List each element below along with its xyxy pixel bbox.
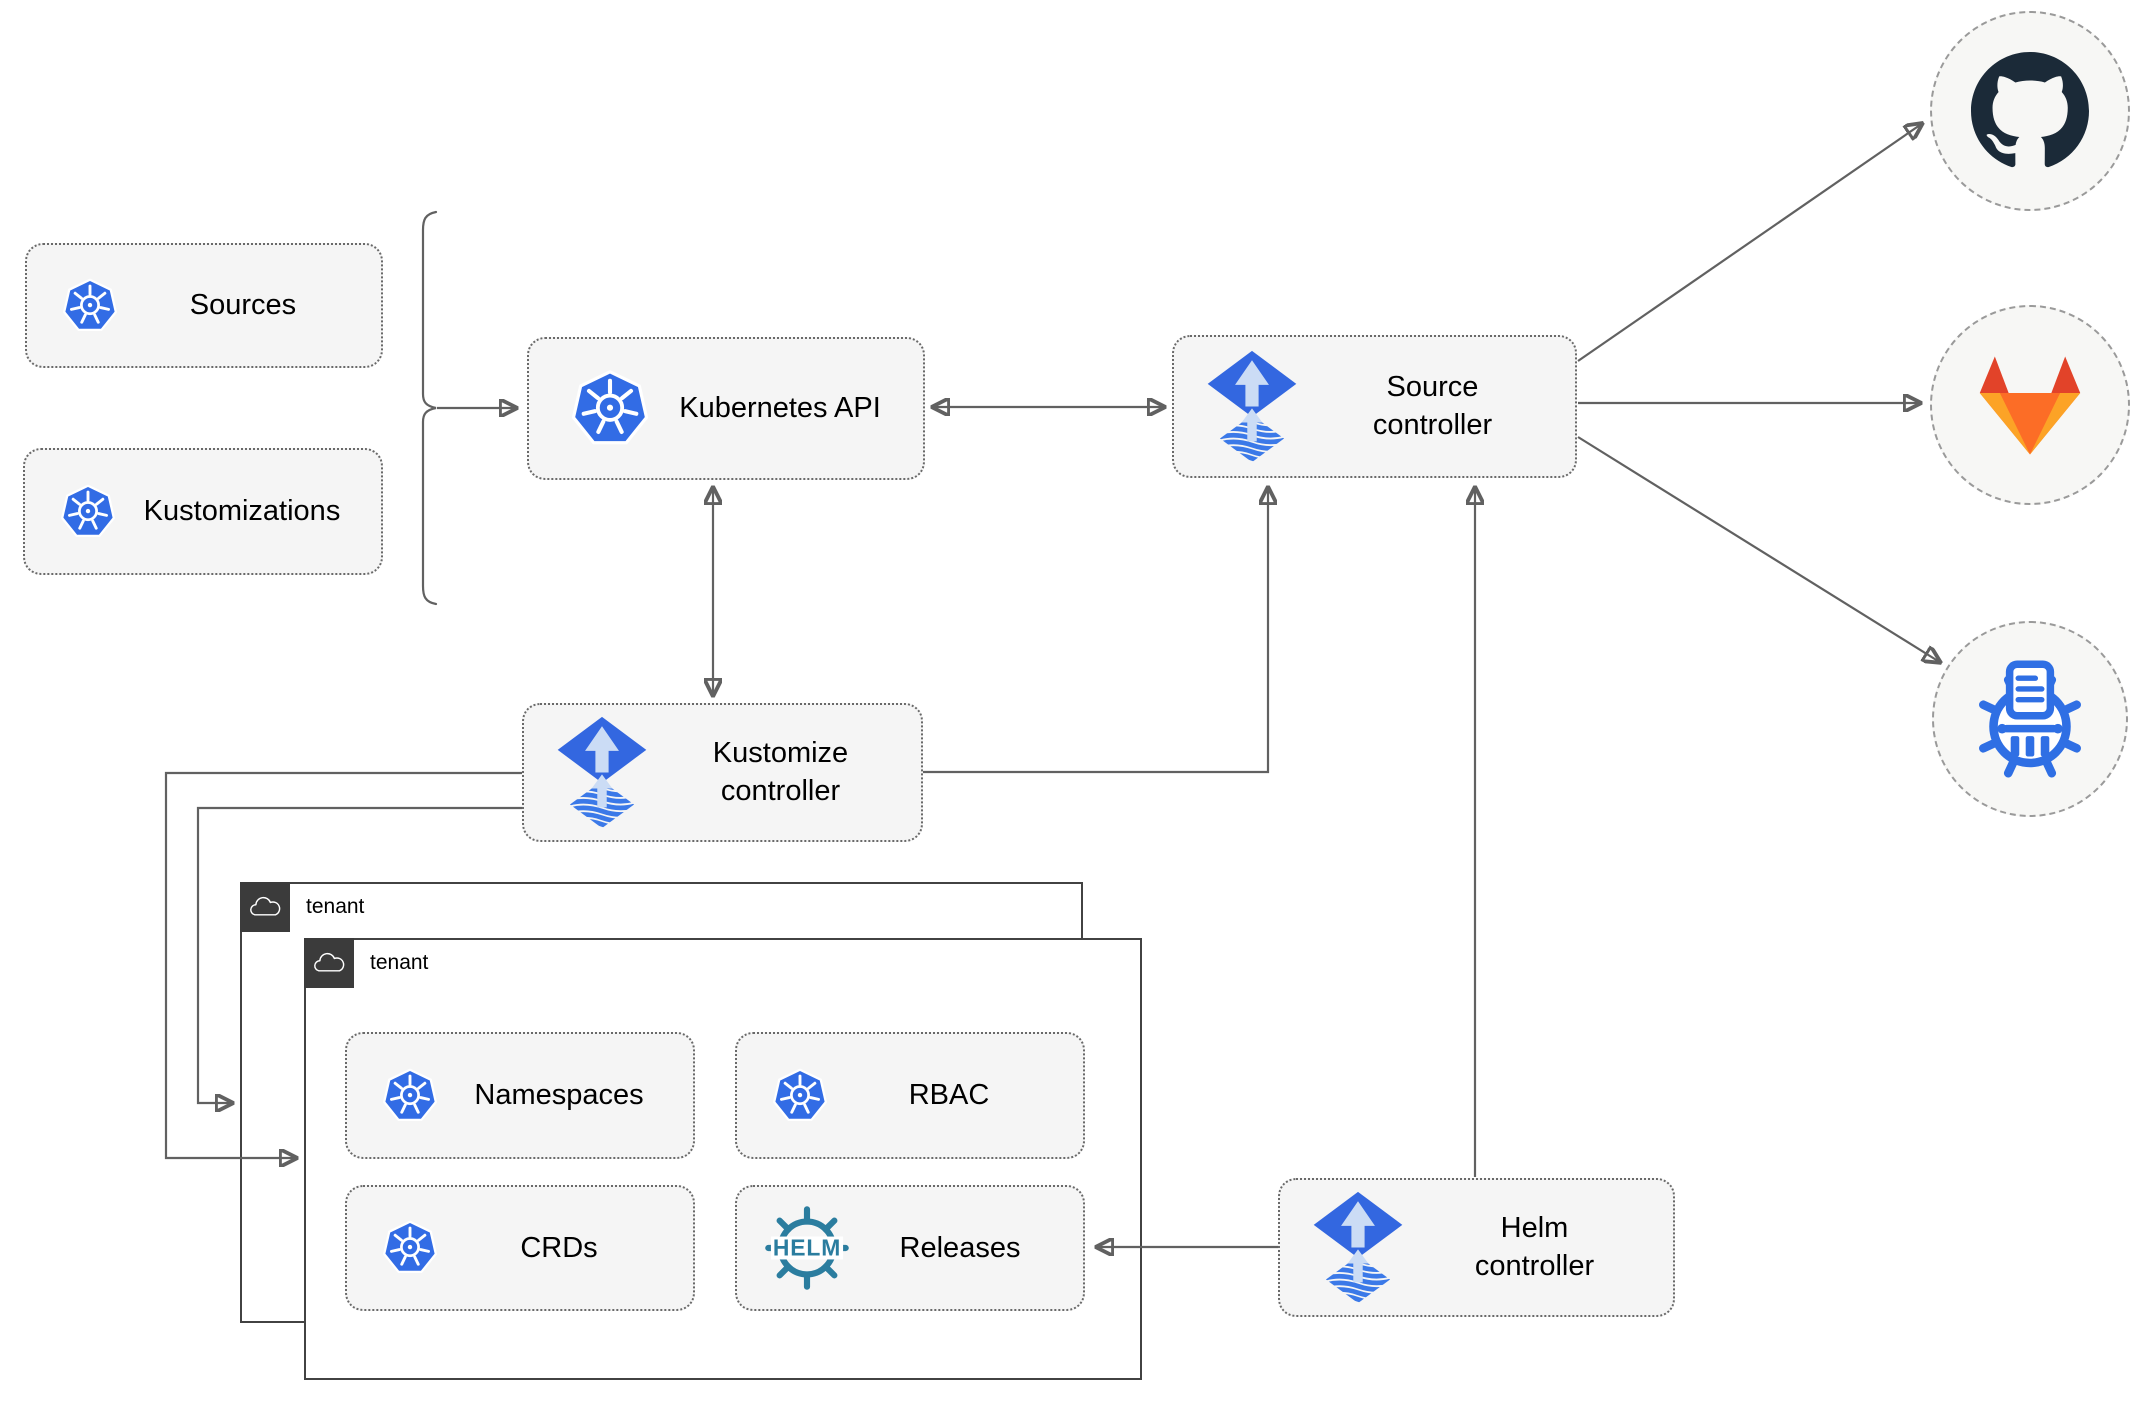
flux-icon [1200,349,1304,464]
source-controller-label: Source controller [1304,369,1575,444]
source-controller-box: Source controller [1172,335,1577,478]
github-icon [1971,52,2089,170]
tenant-outer-label: tenant [306,895,365,918]
group-brace [421,210,438,606]
flux-icon [1306,1190,1410,1305]
sources-label: Sources [189,289,297,321]
gitlab-icon [1967,349,2093,462]
kustomizations-box: Kustomizations [23,448,383,575]
kubernetes-icon [569,368,651,450]
tenant-outer-header [240,882,290,932]
gitlab-circle [1930,305,2130,505]
releases-label: Releases [899,1231,1021,1264]
helm-controller-text: Helm controller [1474,1211,1595,1282]
kubernetes-icon [59,483,117,541]
crds-box: CRDs [345,1185,695,1311]
namespaces-label: Namespaces [474,1079,644,1111]
tenant-inner-box: tenant [304,938,1142,1380]
bucket-icon [1971,660,2089,778]
crds-label: CRDs [520,1231,598,1264]
kubernetes-icon [771,1067,829,1125]
helm-icon [763,1204,851,1292]
tenant-inner-header [304,938,354,988]
kubernetes-api-label: Kubernetes API [679,392,881,424]
edge-source-to-bucket [1577,436,1938,661]
rbac-label: RBAC [908,1079,990,1111]
namespaces-box: Namespaces [345,1032,695,1159]
github-circle [1930,11,2130,211]
source-controller-text: Source controller [1372,370,1493,441]
kustomize-controller-label: Kustomize controller [654,735,921,810]
releases-box: Releases [735,1185,1085,1311]
helm-controller-label: Helm controller [1410,1210,1673,1285]
helm-controller-box: Helm controller [1278,1178,1675,1317]
kustomize-controller-box: Kustomize controller [522,703,923,842]
sources-box: Sources [25,243,383,368]
kubernetes-api-box: Kubernetes API [527,337,925,480]
edge-kustomize-to-source-controller [923,490,1268,774]
cloud-icon [311,951,347,975]
edge-source-to-github [1577,125,1920,362]
bucket-circle [1932,621,2128,817]
flux-icon [550,715,654,830]
cloud-icon [247,895,283,919]
rbac-box: RBAC [735,1032,1085,1159]
kubernetes-icon [381,1219,439,1277]
tenant-inner-label: tenant [370,951,429,974]
kustomize-controller-text: Kustomize controller [712,736,849,807]
kustomizations-label: Kustomizations [143,495,341,527]
kubernetes-icon [61,277,119,335]
kubernetes-icon [381,1067,439,1125]
